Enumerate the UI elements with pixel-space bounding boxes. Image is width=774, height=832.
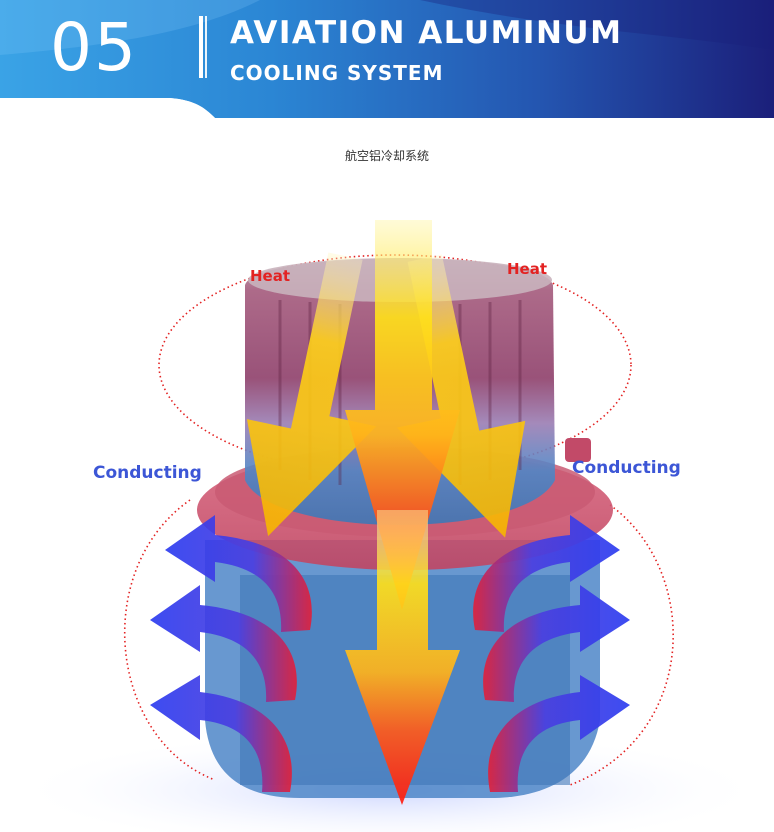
lower-orbit-left: [123, 499, 216, 781]
heat-label-left: Heat: [250, 267, 291, 285]
right-cooling-arrows: [473, 515, 630, 792]
conducting-label-left: Conducting: [93, 463, 202, 483]
center-heat-arrow: [345, 220, 460, 610]
header-divider-secondary: [205, 16, 207, 78]
cooling-diagram: [10, 220, 770, 832]
section-number: 05: [50, 9, 138, 86]
left-cooling-arrows: [150, 515, 312, 792]
conducting-label-right: Conducting: [572, 458, 681, 478]
header-divider: [199, 16, 203, 78]
heat-arrow-left: [246, 252, 377, 537]
banner-background: [0, 0, 774, 118]
header-subtitle: COOLING SYSTEM: [230, 61, 444, 85]
header-title: AVIATION ALUMINUM: [230, 15, 623, 51]
chinese-caption: 航空铝冷却系统: [344, 149, 429, 163]
side-port: [565, 438, 591, 462]
header-banner: 05 AVIATION ALUMINUM COOLING SYSTEM: [0, 0, 774, 118]
cooling-illustration: Heat Heat Conducting Conducting: [0, 180, 774, 832]
center-cooling-arrow: [345, 510, 460, 805]
heat-label-right: Heat: [507, 260, 548, 278]
